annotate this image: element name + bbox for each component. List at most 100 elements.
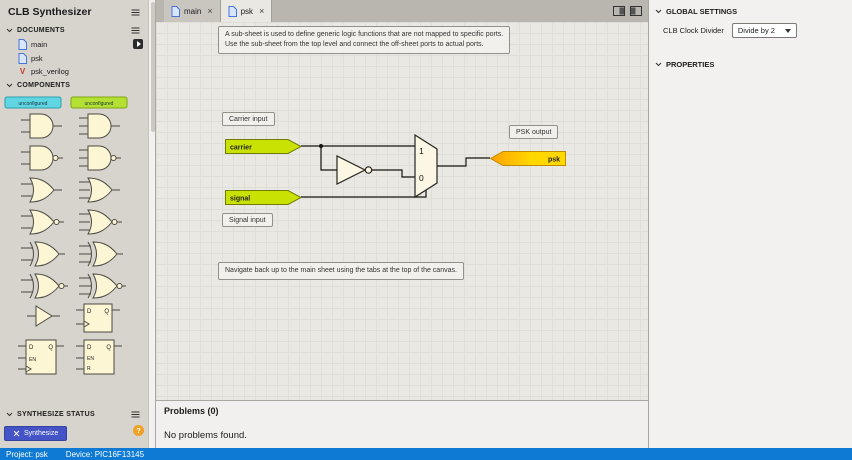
or3-gate-icon[interactable]: [79, 177, 120, 203]
svg-text:Q: Q: [48, 345, 53, 351]
svg-text:psk: psk: [548, 157, 560, 164]
carrier-input-label[interactable]: Carrier input: [222, 112, 275, 126]
info-note[interactable]: A sub-sheet is used to define generic lo…: [218, 26, 511, 55]
svg-text:EN: EN: [29, 357, 36, 363]
xnor3-gate-icon[interactable]: [79, 273, 126, 299]
schematic-symbols: 1 0: [301, 133, 490, 199]
documents-section-header[interactable]: DOCUMENTS: [0, 22, 148, 37]
problems-message: No problems found.: [164, 430, 247, 441]
components-title: COMPONENTS: [17, 82, 71, 89]
sidebar-item-psk-verilog[interactable]: V psk_verilog: [0, 65, 148, 77]
scrollbar-thumb[interactable]: [150, 2, 155, 132]
chevron-down-icon: [6, 28, 13, 33]
synthesize-row: Synthesize ?: [0, 421, 148, 446]
document-label: psk: [31, 53, 43, 63]
components-section-header[interactable]: COMPONENTS: [0, 77, 148, 92]
nor2-gate-icon[interactable]: [21, 209, 64, 235]
xor2-gate-icon[interactable]: [21, 241, 65, 267]
xnor2-gate-icon[interactable]: [21, 273, 68, 299]
properties-header[interactable]: PROPERTIES: [649, 53, 852, 73]
unconfigured-tag-cyan[interactable]: unconfigured: [4, 96, 62, 109]
tab-label: main: [184, 6, 202, 16]
schematic-canvas[interactable]: A sub-sheet is used to define generic lo…: [156, 22, 649, 400]
wires[interactable]: [301, 144, 490, 198]
chevron-down-icon: [6, 83, 13, 88]
synthesize-section: SYNTHESIZE STATUS Synthesize ?: [0, 406, 148, 446]
signal-input-label[interactable]: Signal input: [222, 213, 273, 227]
clock-divider-label: CLB Clock Divider: [663, 26, 724, 35]
play-icon: [136, 41, 141, 47]
open-document-button[interactable]: [133, 39, 143, 49]
svg-text:1: 1: [419, 146, 424, 156]
components-palette: unconfigured unconfigured: [4, 96, 128, 375]
inverter-gate[interactable]: [336, 155, 373, 185]
status-device: Device: PIC16F13145: [65, 449, 145, 459]
document-icon: [18, 38, 27, 50]
sidebar-item-psk[interactable]: psk: [0, 51, 148, 65]
psk-output-label[interactable]: PSK output: [509, 125, 559, 139]
nor3-gate-icon[interactable]: [79, 209, 122, 235]
synthesize-status-title: SYNTHESIZE STATUS: [17, 411, 95, 418]
sidebar-title-row: CLB Synthesizer: [0, 0, 148, 22]
svg-text:EN: EN: [87, 356, 94, 362]
sidebar-scrollbar[interactable]: [148, 0, 155, 448]
tab-psk[interactable]: psk ×: [220, 0, 273, 22]
split-view-controls: [613, 0, 648, 22]
global-settings-title: GLOBAL SETTINGS: [666, 7, 738, 16]
documents-title: DOCUMENTS: [17, 27, 65, 34]
synthesize-button-label: Synthesize: [24, 430, 59, 437]
buffer-gate-icon[interactable]: [27, 305, 60, 327]
status-bar: Project: psk Device: PIC16F13145: [0, 448, 852, 460]
notification-badge: ?: [133, 425, 144, 436]
documents-menu-icon[interactable]: [131, 27, 140, 34]
synthesize-button[interactable]: Synthesize: [4, 426, 68, 441]
dff-en-icon[interactable]: D Q EN: [18, 339, 64, 375]
and3-gate-icon[interactable]: [79, 113, 120, 139]
svg-text:0: 0: [419, 173, 424, 183]
problems-title: Problems (0): [164, 406, 219, 416]
svg-text:D: D: [87, 345, 92, 351]
nand2-gate-icon[interactable]: [21, 145, 63, 171]
dff-en-r-icon[interactable]: D Q EN R: [76, 339, 122, 375]
port-signal[interactable]: signal: [225, 190, 302, 205]
svg-text:signal: signal: [230, 196, 250, 203]
and2-gate-icon[interactable]: [21, 113, 62, 139]
xor3-gate-icon[interactable]: [79, 241, 123, 267]
nand3-gate-icon[interactable]: [79, 145, 121, 171]
menu-icon[interactable]: [131, 9, 140, 16]
tab-close-icon[interactable]: ×: [207, 5, 213, 16]
problems-panel: Problems (0) No problems found.: [156, 400, 649, 448]
port-psk[interactable]: psk: [490, 151, 566, 166]
dff-icon[interactable]: D Q: [76, 303, 120, 333]
status-project: Project: psk: [6, 449, 48, 459]
tab-bar: main × psk ×: [156, 0, 648, 22]
sidebar: CLB Synthesizer DOCUMENTS main psk V psk…: [0, 0, 148, 448]
clock-divider-value: Divide by 2: [737, 26, 775, 35]
svg-text:unconfigured: unconfigured: [19, 101, 48, 107]
or2-gate-icon[interactable]: [21, 177, 62, 203]
svg-text:D: D: [87, 309, 92, 315]
synthesize-menu-icon[interactable]: [131, 411, 140, 418]
svg-text:carrier: carrier: [230, 145, 252, 152]
clock-divider-row: CLB Clock Divider Divide by 2: [649, 20, 852, 41]
sidebar-item-main[interactable]: main: [0, 37, 148, 51]
unconfigured-tag-green[interactable]: unconfigured: [70, 96, 128, 109]
split-view-left-icon[interactable]: [630, 6, 642, 16]
document-label: main: [31, 39, 48, 49]
port-carrier[interactable]: carrier: [225, 139, 302, 154]
synthesize-status-header[interactable]: SYNTHESIZE STATUS: [0, 406, 148, 421]
clock-divider-select[interactable]: Divide by 2: [731, 23, 797, 38]
document-icon: [228, 5, 237, 17]
navigation-note[interactable]: Navigate back up to the main sheet using…: [218, 262, 464, 281]
chevron-down-icon: [655, 62, 662, 67]
global-settings-header[interactable]: GLOBAL SETTINGS: [649, 0, 852, 20]
tab-close-icon[interactable]: ×: [259, 5, 265, 16]
split-view-right-icon[interactable]: [613, 6, 625, 16]
verilog-icon: V: [19, 66, 26, 76]
svg-text:D: D: [29, 345, 34, 351]
mux[interactable]: 1 0: [414, 133, 438, 199]
svg-text:unconfigured: unconfigured: [85, 101, 114, 107]
chevron-down-icon: [784, 28, 791, 33]
tab-main[interactable]: main ×: [164, 0, 221, 22]
